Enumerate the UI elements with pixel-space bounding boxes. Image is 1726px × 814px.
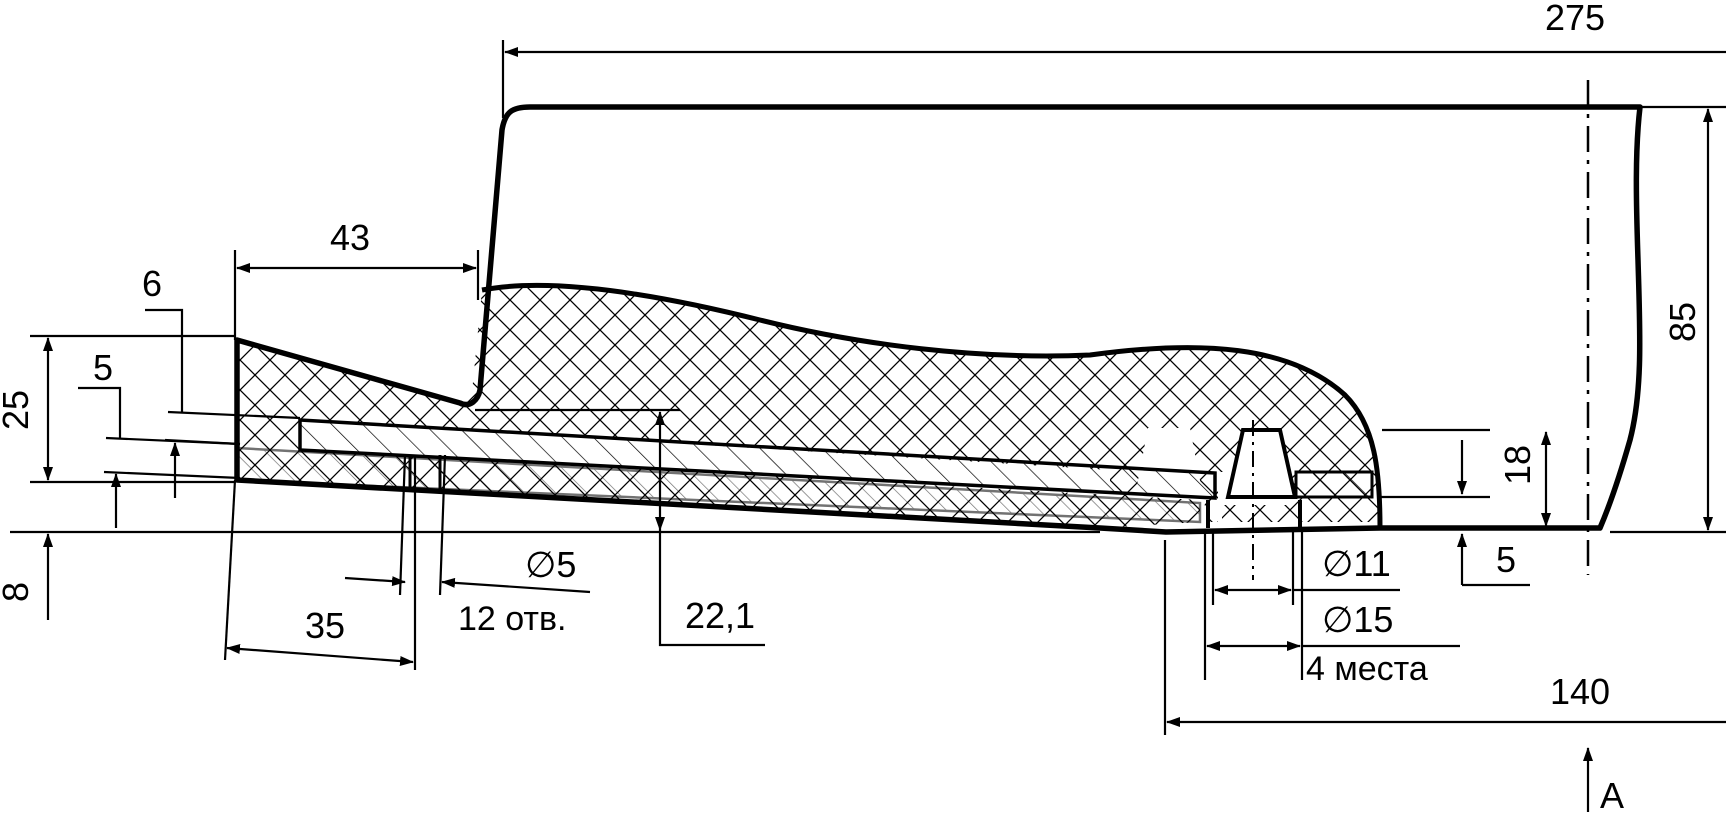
dim-8: 8: [0, 582, 36, 602]
dim-bore-large: ∅15: [1322, 599, 1393, 640]
dim-140: 140: [1550, 671, 1610, 712]
part-body: [234, 80, 1643, 580]
dim-5-right: 5: [1496, 539, 1516, 580]
dim-85: 85: [1662, 302, 1703, 342]
view-label-a: A: [1600, 775, 1624, 814]
bore-count-note: 4 места: [1306, 650, 1428, 688]
dim-35: 35: [305, 605, 345, 646]
dim-18: 18: [1497, 445, 1538, 485]
dim-22-1: 22,1: [685, 595, 755, 636]
filler-top-line: [481, 282, 1383, 529]
dim-hole-diameter: ∅5: [525, 544, 576, 585]
dim-275: 275: [1545, 0, 1605, 38]
dim-5-left: 5: [93, 347, 113, 388]
dim-6: 6: [142, 263, 162, 304]
dim-25: 25: [0, 390, 36, 430]
dimension-lines: [10, 40, 1726, 812]
dim-bore-small: ∅11: [1322, 543, 1391, 584]
right-insert: [1294, 470, 1374, 499]
boss: [1225, 428, 1298, 499]
outer-contour: [234, 104, 1643, 535]
dim-43: 43: [330, 217, 370, 258]
hole-count-note: 12 отв.: [458, 600, 567, 638]
